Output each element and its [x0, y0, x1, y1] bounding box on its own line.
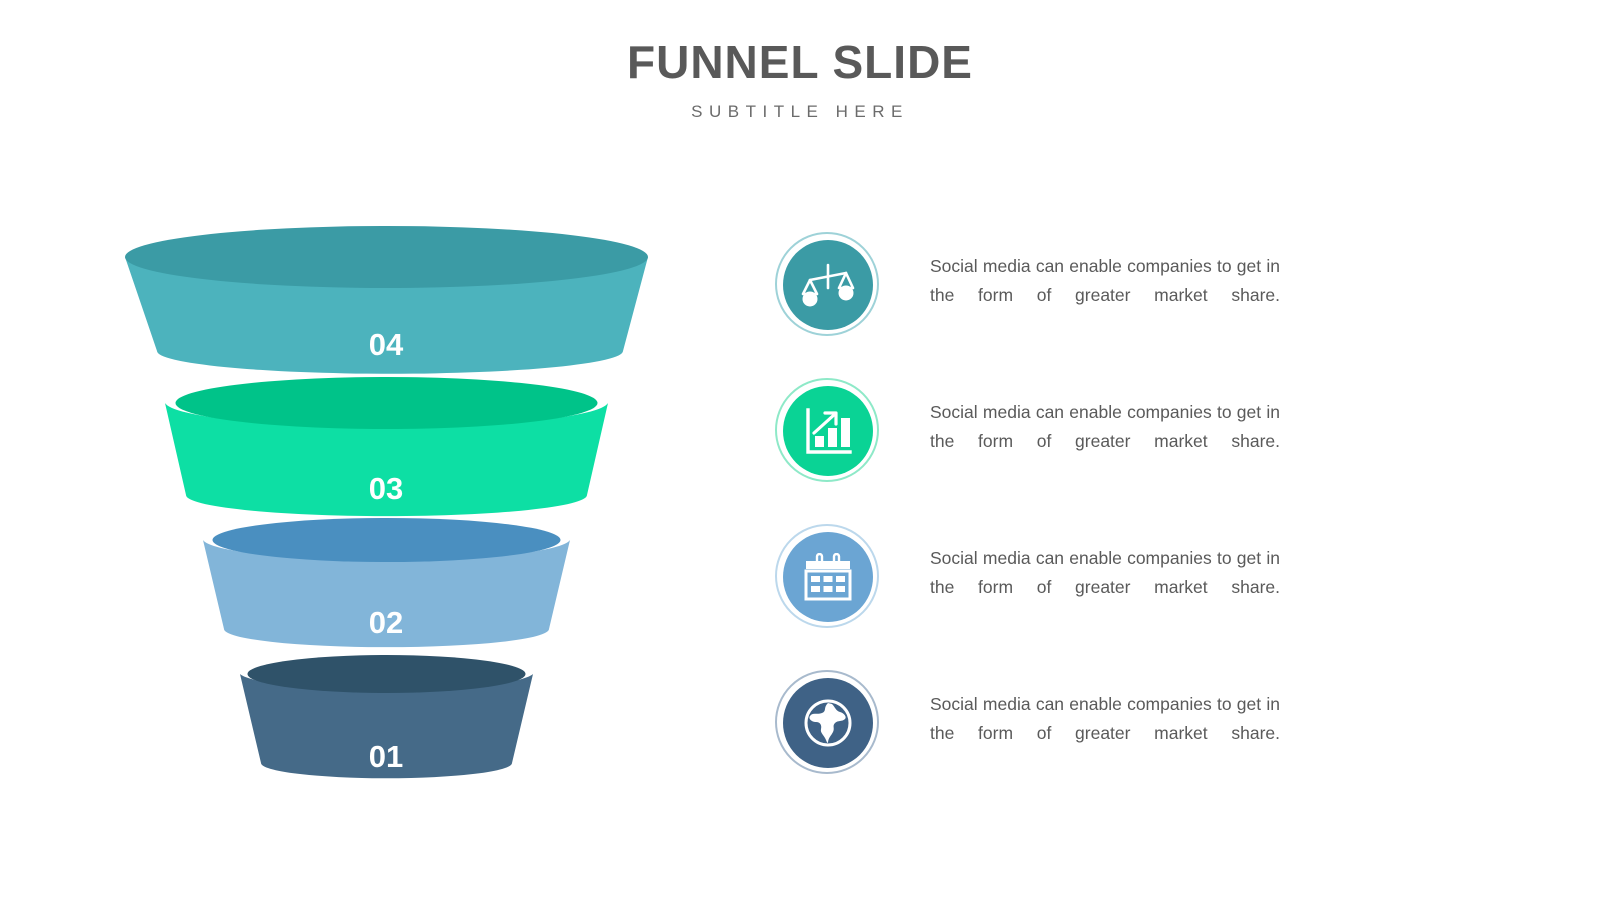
icon-badge[interactable]	[775, 232, 883, 340]
funnel-legend-list: Social media can enable companies to get…	[775, 232, 1335, 816]
funnel-segment-02[interactable]: 02	[203, 518, 570, 648]
icon-outer-ring	[775, 378, 879, 482]
list-item[interactable]: Social media can enable companies to get…	[775, 378, 1335, 524]
funnel-segment-03-body	[165, 403, 608, 517]
calendar-icon	[804, 553, 852, 601]
icon-circle	[783, 386, 873, 476]
funnel-segment-04[interactable]: 04	[125, 226, 648, 374]
bar-chart-growth-icon	[806, 408, 852, 454]
funnel-segment-01[interactable]: 01	[240, 655, 533, 779]
funnel-segment-04-rim	[125, 226, 648, 288]
list-item[interactable]: Social media can enable companies to get…	[775, 232, 1335, 378]
list-item[interactable]: Social media can enable companies to get…	[775, 670, 1335, 816]
icon-badge[interactable]	[775, 670, 883, 778]
funnel-segment-02-rim	[212, 518, 561, 562]
list-item-text: Social media can enable companies to get…	[930, 256, 1280, 306]
list-item-text: Social media can enable companies to get…	[930, 548, 1280, 598]
list-item[interactable]: Social media can enable companies to get…	[775, 524, 1335, 670]
icon-circle	[783, 678, 873, 768]
list-item-text: Social media can enable companies to get…	[930, 694, 1280, 744]
funnel-segment-02-body	[203, 540, 570, 648]
page-subtitle: SUBTITLE HERE	[691, 102, 909, 122]
icon-badge[interactable]	[775, 378, 883, 486]
list-item-text: Social media can enable companies to get…	[930, 402, 1280, 452]
funnel-segment-01-number: 01	[369, 739, 403, 774]
funnel-segment-04-body	[125, 257, 648, 374]
globe-icon	[804, 699, 852, 747]
funnel-segment-01-body	[240, 674, 533, 779]
slide-header: FUNNEL SLIDE SUBTITLE HERE	[0, 38, 1600, 122]
funnel-segment-02-number: 02	[369, 605, 403, 640]
funnel-segment-04-number: 04	[369, 327, 404, 362]
icon-outer-ring	[775, 232, 879, 336]
balance-scales-icon	[801, 263, 855, 307]
funnel-segment-01-rim	[247, 655, 526, 693]
icon-circle	[783, 532, 873, 622]
funnel-chart: 04 03 02 01	[100, 215, 700, 795]
icon-outer-ring	[775, 524, 879, 628]
funnel-segment-03[interactable]: 03	[165, 377, 608, 517]
icon-badge[interactable]	[775, 524, 883, 632]
funnel-segment-03-rim	[175, 377, 598, 429]
icon-outer-ring	[775, 670, 879, 774]
icon-circle	[783, 240, 873, 330]
page-title: FUNNEL SLIDE	[627, 36, 973, 88]
funnel-segment-03-number: 03	[369, 471, 403, 506]
